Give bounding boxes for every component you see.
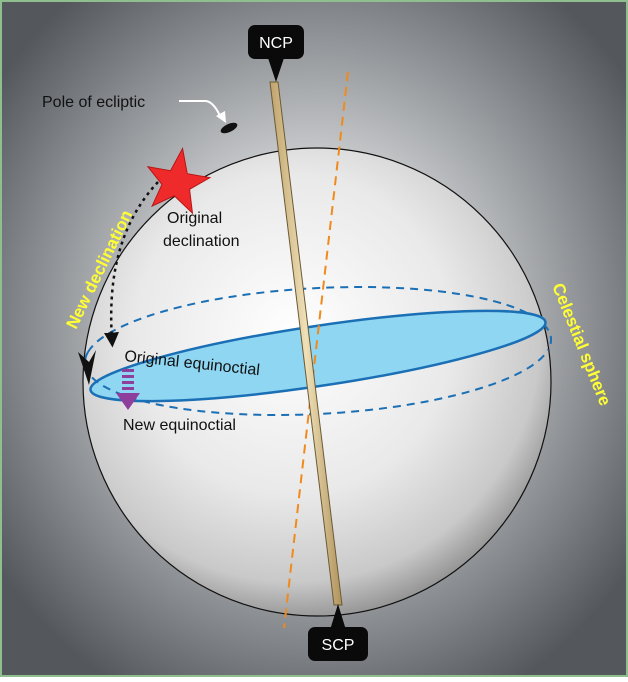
scp-tag: SCP: [308, 604, 368, 661]
chevron-down-icon: [78, 350, 96, 385]
scp-label: SCP: [322, 637, 355, 654]
new-equinoctial-label: New equinoctial: [123, 417, 236, 434]
polar-axis: [269, 81, 343, 606]
original-declination-label-line1: Original: [167, 210, 222, 227]
pole-of-ecliptic-label: Pole of ecliptic: [42, 94, 145, 111]
ecliptic-axis: [283, 71, 349, 629]
declination-shift-arrow: [104, 181, 159, 348]
new-equinoctial-front: [83, 349, 549, 416]
ncp-label: NCP: [259, 35, 293, 52]
star-icon: [146, 147, 212, 215]
original-equinoctial-plane: [89, 309, 547, 403]
precession-arrow: [116, 369, 140, 410]
ncp-tag: NCP: [248, 25, 304, 82]
pole-of-ecliptic-marker: [220, 122, 238, 134]
original-declination-label-line2: declination: [163, 233, 240, 250]
